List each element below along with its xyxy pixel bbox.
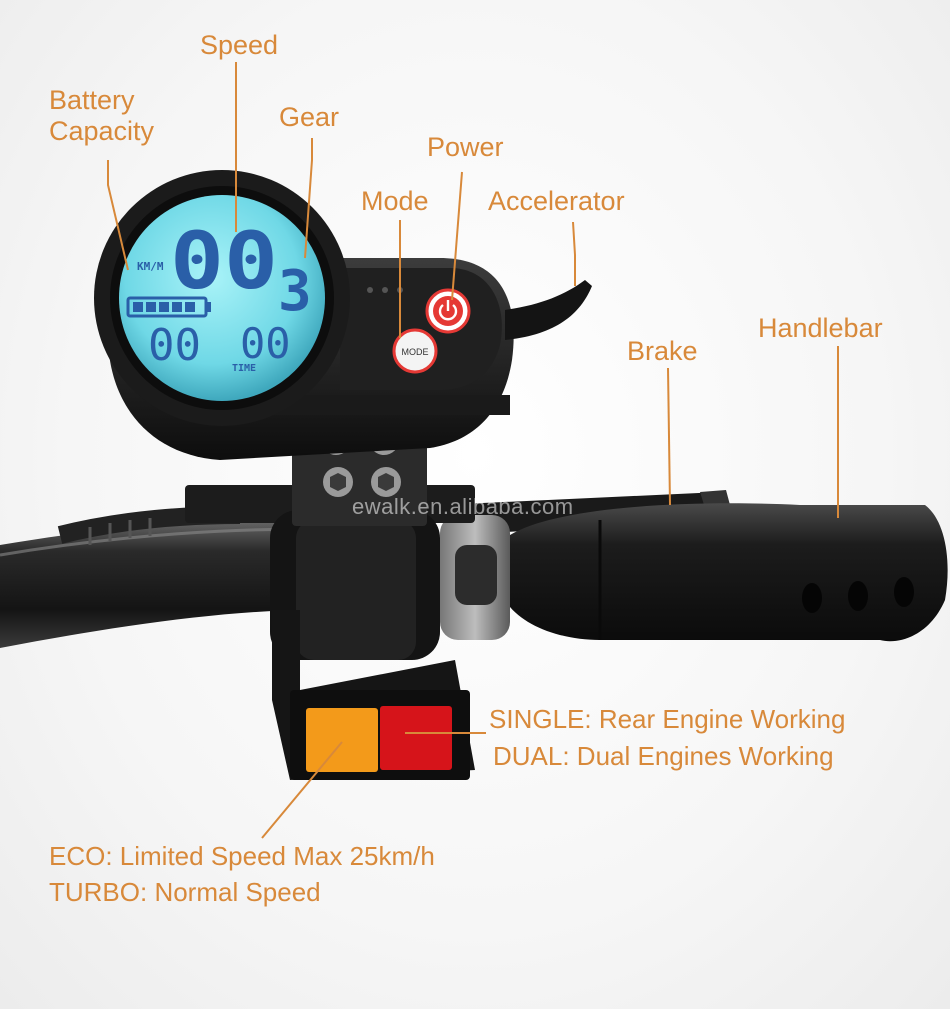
power-icon: [438, 300, 458, 321]
single-dual-switch[interactable]: [380, 706, 452, 770]
time-label: TIME: [232, 363, 256, 374]
callout-lines: [107, 62, 839, 839]
watermark: ewalk.en.alibaba.com: [352, 494, 574, 519]
gear-readout: 3: [278, 259, 312, 324]
brake-callout: Brake: [627, 336, 698, 366]
mode-button-label: MODE: [402, 347, 429, 357]
left-readout: 00: [148, 320, 201, 371]
speed-callout: Speed: [200, 30, 279, 60]
eco-callout: ECO: Limited Speed Max 25km/h: [49, 841, 435, 871]
mode-callout: Mode: [361, 186, 429, 216]
gear-callout: Gear: [279, 102, 340, 132]
single-callout: SINGLE: Rear Engine Working: [489, 704, 846, 734]
power-callout: Power: [427, 132, 504, 162]
handlebar-callout: Handlebar: [758, 313, 883, 343]
eco-turbo-switch[interactable]: [306, 708, 378, 772]
battery-icon: [126, 296, 211, 318]
handlebar-grip[interactable]: [505, 503, 948, 642]
clamp-ring: [440, 515, 510, 640]
speed-readout: 00: [170, 217, 278, 307]
lcd-display: [94, 170, 350, 426]
right-readout: 00: [240, 319, 291, 368]
mode-button[interactable]: [392, 328, 438, 374]
accelerator-callout: Accelerator: [488, 186, 625, 216]
turbo-callout: TURBO: Normal Speed: [49, 877, 321, 907]
battery-callout: Battery Capacity: [49, 85, 155, 146]
speed-unit: KM/M: [137, 260, 164, 273]
accelerator-lever[interactable]: [505, 280, 592, 340]
dual-callout: DUAL: Dual Engines Working: [493, 741, 834, 771]
